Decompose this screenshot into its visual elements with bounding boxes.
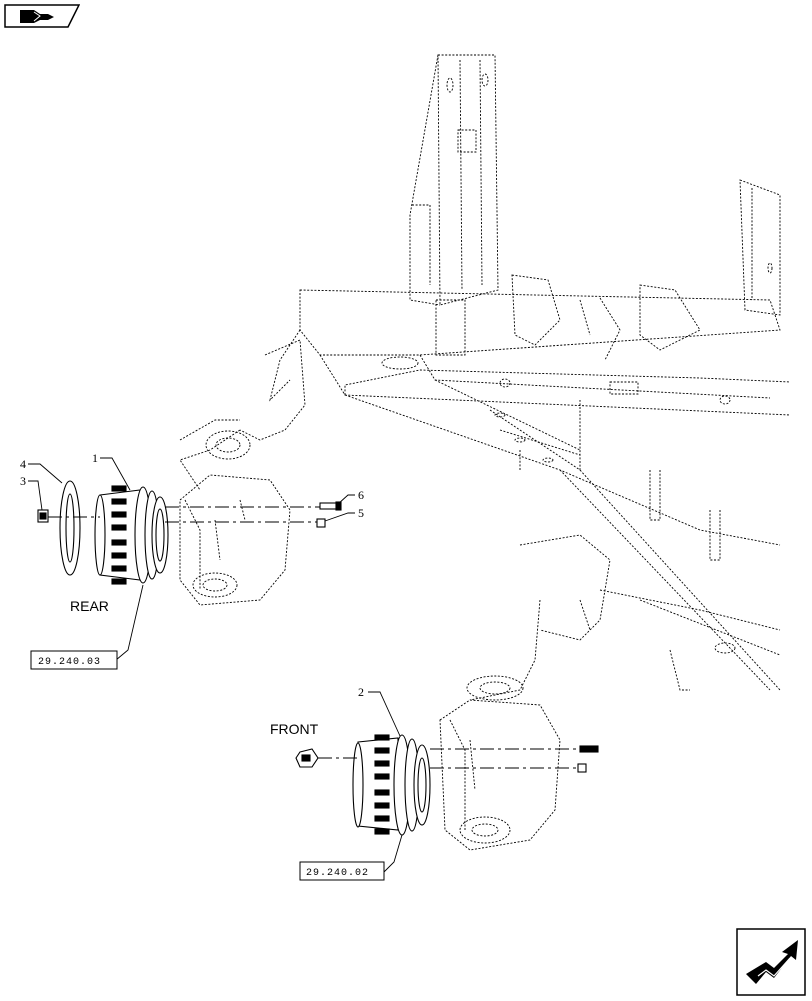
callout-leaders bbox=[28, 457, 403, 873]
rear-alignment-lines bbox=[48, 506, 320, 523]
axle-frame-outline bbox=[179, 54, 791, 851]
callout-5: 5 bbox=[358, 506, 364, 520]
rear-label: REAR bbox=[70, 598, 109, 614]
bottom-nav-button[interactable] bbox=[736, 928, 806, 996]
callout-3: 3 bbox=[20, 474, 26, 488]
callout-6: 6 bbox=[358, 488, 364, 502]
next-arrow-icon bbox=[736, 928, 806, 996]
top-nav-button[interactable] bbox=[4, 4, 81, 28]
callout-4: 4 bbox=[20, 457, 26, 471]
front-reference-text: 29.240.02 bbox=[306, 868, 369, 879]
rear-hub-assembly bbox=[37, 480, 342, 585]
callout-1: 1 bbox=[92, 451, 98, 465]
front-alignment-lines bbox=[318, 748, 580, 769]
front-reference-box[interactable]: 29.240.02 bbox=[299, 861, 385, 881]
front-hub-assembly bbox=[295, 734, 599, 836]
front-label: FRONT bbox=[270, 721, 319, 737]
rear-reference-box[interactable]: 29.240.03 bbox=[30, 650, 118, 670]
rear-reference-text: 29.240.03 bbox=[38, 657, 101, 668]
hand-pointing-icon bbox=[4, 4, 81, 28]
callout-2: 2 bbox=[358, 685, 364, 699]
